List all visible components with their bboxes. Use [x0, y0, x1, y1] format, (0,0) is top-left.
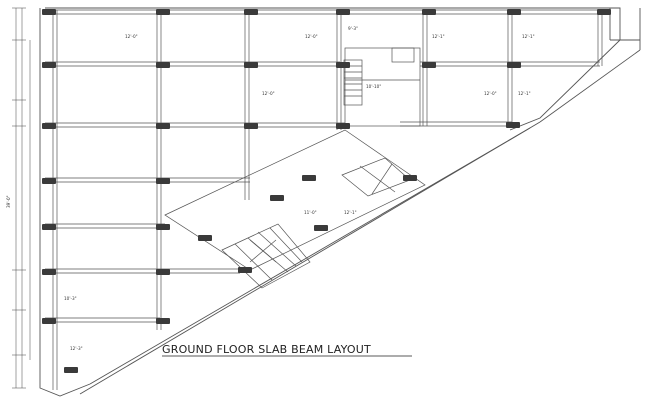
dim-label-v4: 12'-1" — [522, 34, 535, 39]
columns-group — [42, 9, 611, 373]
column-20 — [156, 178, 170, 184]
column-33 — [270, 195, 284, 201]
dim-label-v8: 10'-3" — [64, 296, 77, 301]
horizontal-beams — [45, 9, 610, 323]
column-30 — [403, 175, 417, 181]
dim-label-v11: 12'-1" — [344, 210, 357, 215]
column-21 — [42, 224, 56, 230]
column-8 — [42, 62, 56, 68]
vertical-beams — [52, 10, 603, 390]
column-10 — [244, 62, 258, 68]
drawing-title-group: GROUND FLOOR SLAB BEAM LAYOUT — [162, 343, 412, 357]
stair-core — [343, 47, 421, 127]
column-11 — [336, 62, 350, 68]
column-27 — [156, 318, 170, 324]
column-19 — [42, 178, 56, 184]
column-9 — [156, 62, 170, 68]
dim-label-v5: 9'-3" — [348, 26, 358, 31]
column-16 — [244, 123, 258, 129]
column-24 — [156, 269, 170, 275]
column-1 — [42, 9, 56, 15]
column-23 — [42, 269, 56, 275]
column-13 — [507, 62, 521, 68]
column-32 — [314, 225, 328, 231]
column-26 — [42, 318, 56, 324]
column-2 — [156, 9, 170, 15]
dim-label-v2: 12'-0" — [305, 34, 318, 39]
dim-label-stair-width: 10'-10" — [366, 84, 381, 89]
column-29 — [302, 175, 316, 181]
dim-label-v7: 12'-0" — [484, 91, 497, 96]
dim-label-v3: 12'-1" — [432, 34, 445, 39]
dim-label-left-total: 39'-0" — [6, 195, 11, 208]
column-3 — [244, 9, 258, 15]
dim-label-v1: 12'-0" — [125, 34, 138, 39]
drawing-title: GROUND FLOOR SLAB BEAM LAYOUT — [162, 343, 371, 356]
column-4 — [336, 9, 350, 15]
dimension-labels: 39'-0" 10'-10" 12'-0" 12'-0" 12'-1" 12'-… — [6, 26, 535, 351]
dim-label-v10: 11'-0" — [304, 210, 317, 215]
column-28 — [64, 367, 78, 373]
column-14 — [42, 123, 56, 129]
column-25 — [238, 267, 252, 273]
dim-label-v12: 12'-1" — [518, 91, 531, 96]
left-dimension-chain — [12, 7, 31, 389]
dim-label-v6: 12'-0" — [262, 91, 275, 96]
column-15 — [156, 123, 170, 129]
building-outline — [39, 7, 641, 397]
column-17 — [336, 123, 350, 129]
column-6 — [507, 9, 521, 15]
dim-label-v9: 12'-3" — [70, 346, 83, 351]
column-22 — [156, 224, 170, 230]
column-12 — [422, 62, 436, 68]
column-7 — [597, 9, 611, 15]
column-18 — [506, 122, 520, 128]
column-31 — [198, 235, 212, 241]
column-5 — [422, 9, 436, 15]
